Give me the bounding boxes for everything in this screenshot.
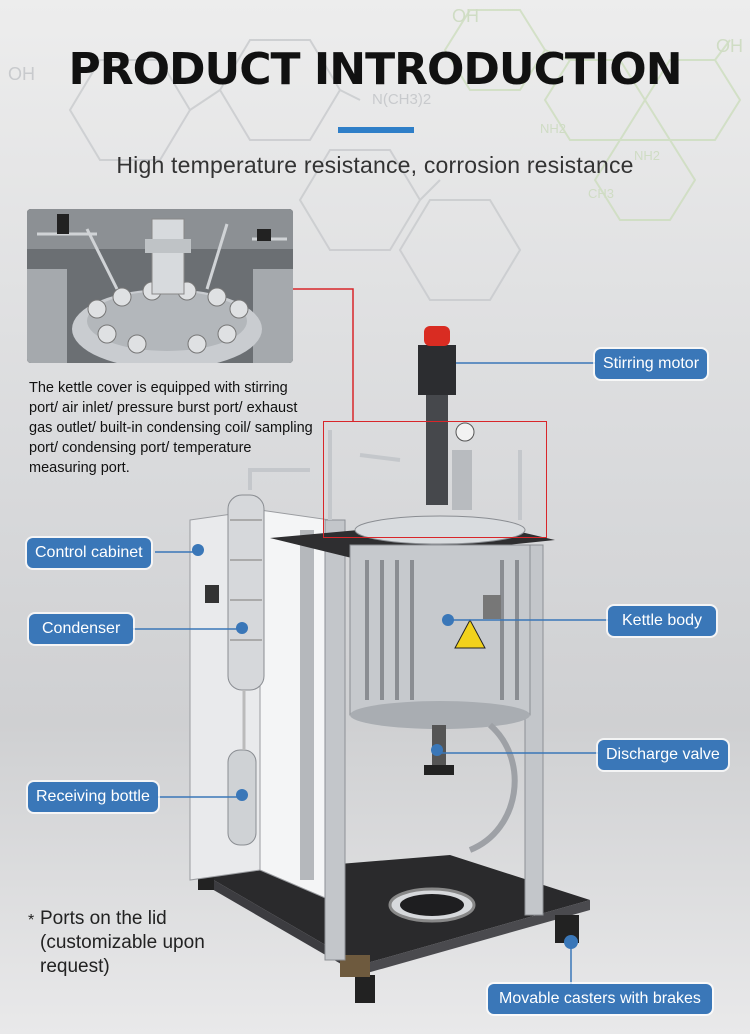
label-stirring-motor: Stirring motor [595,349,708,379]
label-movable-casters: Movable casters with brakes [488,984,712,1014]
molecule-label-oh: OH [716,36,743,56]
molecule-label-oh: OH [8,64,35,84]
label-receiving-bottle: Receiving bottle [28,782,158,812]
kettle-lid-photo [27,209,293,363]
note-asterisk: * [28,912,35,929]
molecule-label-nch3: N(CH3)2 [372,91,431,108]
molecule-label-ch3: CH3 [588,186,614,201]
lid-ports-note: * Ports on the lid (customizable upon re… [28,907,248,979]
molecule-label-nh2: NH2 [540,121,566,136]
label-condenser: Condenser [29,614,134,644]
label-discharge-valve: Discharge valve [598,740,728,770]
label-kettle-body: Kettle body [608,606,717,636]
molecule-label-oh: OH [452,6,479,26]
note-text: Ports on the lid (customizable upon requ… [40,908,205,977]
page-subtitle: High temperature resistance, corrosion r… [116,152,634,178]
title-underline [338,127,414,133]
molecule-label-nh2: NH2 [634,148,660,163]
kettle-cover-description: The kettle cover is equipped with stirri… [29,380,313,476]
lid-ports-highlight [323,421,547,538]
page-title: PRODUCT INTRODUCTION [68,44,682,95]
label-control-cabinet: Control cabinet [27,538,151,568]
molecule-watermark: OH OH OH N(CH3)2 NH2 NH2 CH3 [8,6,743,301]
